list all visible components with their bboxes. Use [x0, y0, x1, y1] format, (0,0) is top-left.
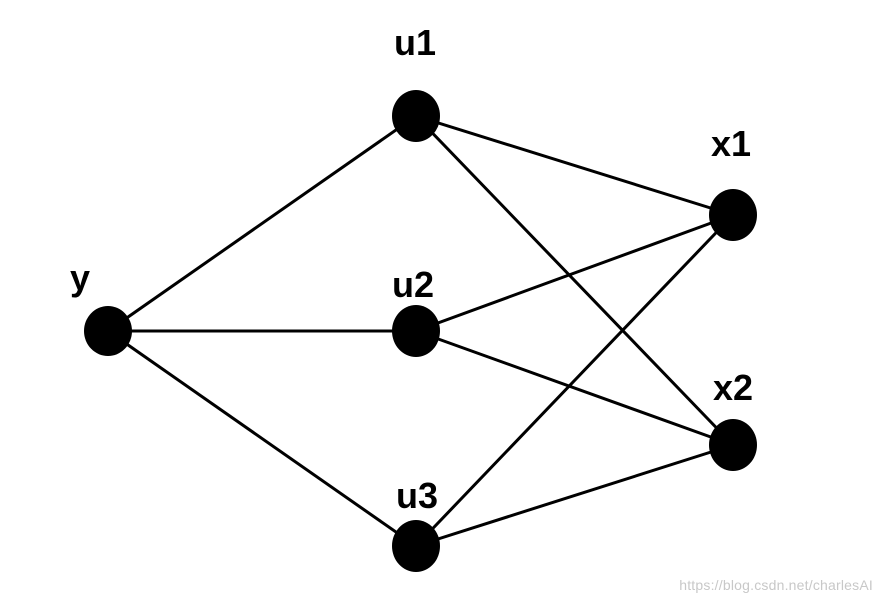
node-u1	[392, 90, 440, 142]
edge-u2-x1	[415, 213, 734, 333]
node-u2	[392, 305, 440, 357]
node-y	[84, 306, 132, 356]
node-label-u3: u3	[396, 475, 438, 516]
node-u3	[392, 520, 440, 572]
node-label-u1: u1	[394, 22, 436, 63]
node-label-y: y	[70, 257, 90, 298]
edge-u3-x1	[414, 213, 735, 548]
edge-u2-x2	[415, 329, 734, 447]
edge-u1-x1	[415, 114, 734, 217]
labels-layer: y u1 u2 u3 x1 x2	[70, 22, 753, 516]
edge-y-u3	[107, 329, 417, 548]
edge-u3-x2	[415, 443, 734, 548]
node-x1	[709, 189, 757, 241]
node-x2	[709, 419, 757, 471]
edge-y-u1	[107, 114, 417, 333]
node-label-x2: x2	[713, 367, 753, 408]
watermark-text: https://blog.csdn.net/charlesAI	[679, 577, 873, 593]
node-label-x1: x1	[711, 123, 751, 164]
edges-layer	[107, 114, 735, 548]
edge-u1-x2	[414, 114, 735, 447]
node-label-u2: u2	[392, 264, 434, 305]
nodes-layer	[84, 90, 757, 572]
